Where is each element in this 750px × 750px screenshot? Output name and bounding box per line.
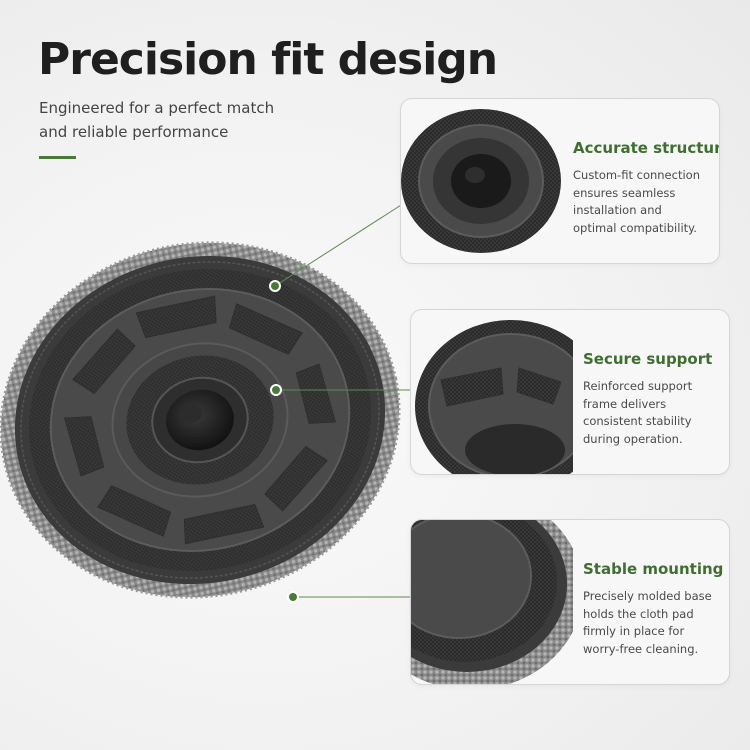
callout-body-line: consistent stability (583, 414, 692, 428)
callout-title: Secure support (583, 350, 713, 368)
callout-card-accurate-structure: Accurate structure Custom-fit connection… (400, 98, 720, 264)
callout-title: Accurate structure (573, 139, 720, 157)
subtitle-line: Engineered for a perfect match (39, 99, 275, 117)
callout-body-line: during operation. (583, 431, 683, 446)
callout-title: Stable mounting (583, 560, 724, 578)
callout-body-line: frame delivers (583, 396, 667, 411)
accent-divider (39, 156, 76, 159)
rim-closeup-image (411, 520, 573, 684)
callout-body-line: Reinforced support (583, 379, 693, 393)
callout-text: Accurate structure Custom-fit connection… (573, 139, 720, 237)
callout-text: Stable mounting Precisely molded base ho… (583, 560, 723, 658)
callout-body-line: holds the cloth pad (583, 606, 694, 621)
callout-body: Precisely molded base holds the cloth pa… (583, 588, 723, 658)
callout-body: Custom-fit connection ensures seamless i… (573, 167, 713, 237)
callout-body-line: worry-free cleaning. (583, 641, 699, 656)
callout-body-line: firmly in place for (583, 624, 685, 638)
hub-closeup-image (401, 109, 561, 253)
callout-body-line: ensures seamless (573, 185, 676, 200)
callout-body-line: installation and (573, 203, 662, 217)
mop-pad-product-image (0, 241, 401, 599)
callout-body-line: Precisely molded base (583, 589, 712, 603)
callout-body-line: optimal compatibility. (573, 220, 697, 235)
callout-body: Reinforced support frame delivers consis… (583, 378, 723, 448)
callout-text: Secure support Reinforced support frame … (583, 350, 723, 448)
frame-closeup-image (415, 320, 573, 474)
page-subtitle: Engineered for a perfect match and relia… (39, 96, 339, 144)
subtitle-line: and reliable performance (39, 123, 229, 141)
callout-body-line: Custom-fit connection (573, 168, 700, 182)
callout-card-secure-support: Secure support Reinforced support frame … (410, 309, 730, 475)
callout-card-stable-mounting: Stable mounting Precisely molded base ho… (410, 519, 730, 685)
page-title: Precision fit design (38, 34, 498, 85)
